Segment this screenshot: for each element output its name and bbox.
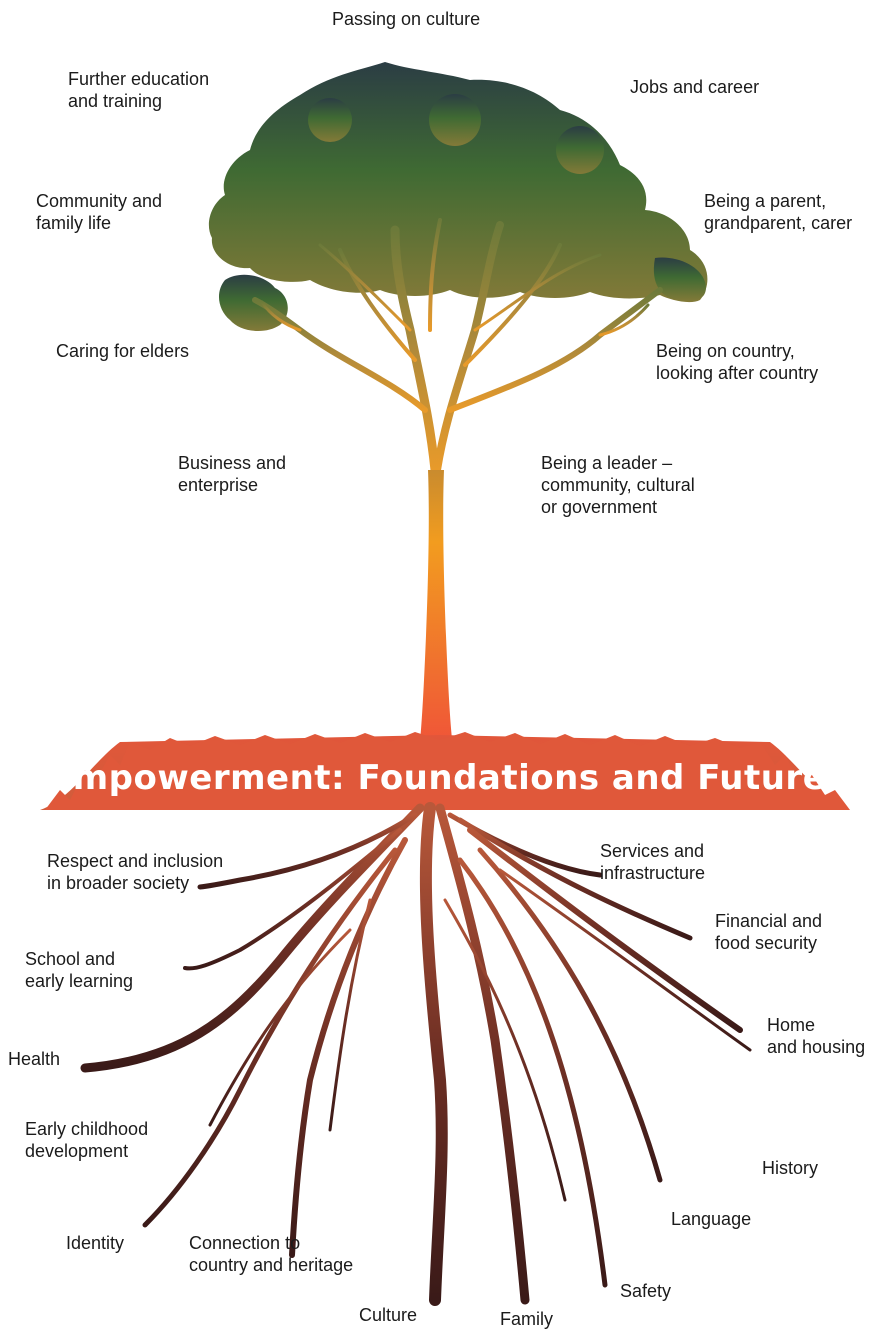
label-being-on-country: Being on country, looking after country xyxy=(656,341,819,383)
label-health: Health xyxy=(8,1049,61,1069)
label-passing-on-culture: Passing on culture xyxy=(332,9,481,29)
label-services-infrastructure: Services and infrastructure xyxy=(600,841,706,883)
label-being-a-parent: Being a parent, grandparent, carer xyxy=(704,191,853,233)
label-early-childhood: Early childhood development xyxy=(25,1119,149,1161)
label-connection-country: Connection to country and heritage xyxy=(189,1233,354,1275)
ground-band xyxy=(40,732,850,810)
label-caring-for-elders: Caring for elders xyxy=(56,341,190,361)
label-school-early-learning: School and early learning xyxy=(25,949,134,991)
label-community-family-life: Community and family life xyxy=(36,191,163,233)
label-identity: Identity xyxy=(66,1233,125,1253)
label-jobs-and-career: Jobs and career xyxy=(630,77,760,97)
label-home-housing: Home and housing xyxy=(767,1015,866,1057)
banner-title: Empowerment: Foundations and Futures xyxy=(49,758,847,798)
label-further-education: Further education and training xyxy=(68,69,210,111)
label-being-a-leader: Being a leader – community, cultural or … xyxy=(541,453,695,517)
label-history: History xyxy=(762,1158,819,1178)
tree-branches xyxy=(252,218,663,475)
tree-trunk xyxy=(418,470,455,760)
label-financial-food: Financial and food security xyxy=(715,911,823,953)
tree-roots xyxy=(80,802,752,1306)
tree-canopy xyxy=(208,62,708,332)
label-respect-inclusion: Respect and inclusion in broader society xyxy=(47,851,224,893)
label-business-enterprise: Business and enterprise xyxy=(178,453,287,495)
label-culture: Culture xyxy=(359,1305,418,1325)
label-safety: Safety xyxy=(620,1281,672,1301)
label-language: Language xyxy=(671,1209,752,1229)
label-family: Family xyxy=(500,1309,553,1329)
